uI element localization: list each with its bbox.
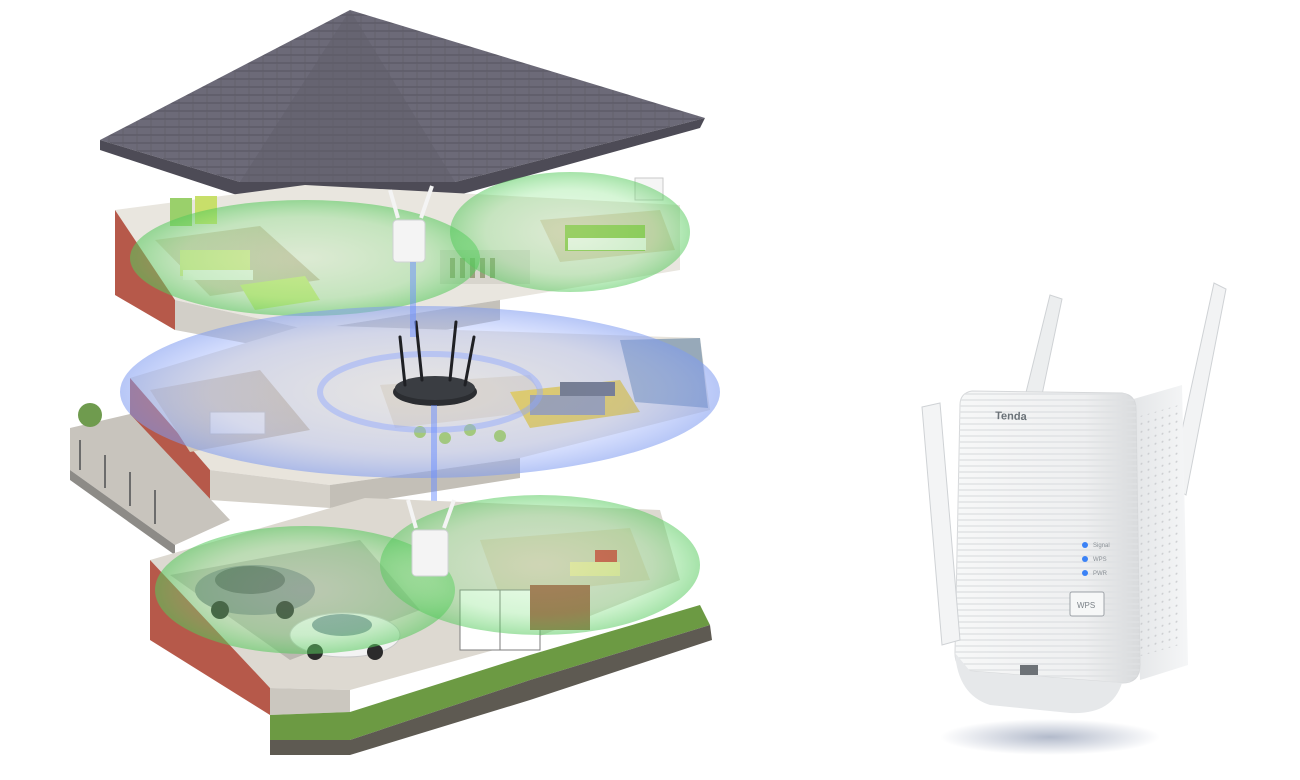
brand-logo: Tenda bbox=[995, 410, 1028, 423]
coverage-zone-upper-right bbox=[450, 172, 690, 292]
patio bbox=[70, 403, 230, 555]
led-signal-label: Signal bbox=[1093, 543, 1110, 549]
led-power-icon bbox=[1082, 570, 1088, 576]
ethernet-port bbox=[955, 653, 1122, 714]
coverage-zone-upper-left bbox=[130, 200, 480, 316]
led-wps-icon bbox=[1082, 556, 1088, 562]
upper-floor-extender bbox=[388, 185, 434, 263]
main-router bbox=[393, 320, 477, 406]
ground-floor-extender bbox=[406, 499, 456, 577]
roof bbox=[100, 10, 705, 196]
signal-beam-upper bbox=[410, 262, 416, 337]
led-signal-icon bbox=[1082, 542, 1088, 548]
antenna-front-left bbox=[921, 402, 961, 646]
coverage-zone-ground-right bbox=[380, 495, 700, 635]
wps-button[interactable]: WPS bbox=[1069, 591, 1105, 617]
signal-beam-lower bbox=[431, 405, 437, 530]
coverage-zone-ground-left bbox=[155, 526, 455, 654]
lawn bbox=[270, 605, 710, 740]
led-wps-label: WPS bbox=[1093, 557, 1107, 563]
wps-button-label: WPS bbox=[1077, 601, 1095, 610]
range-extender-device: Tenda Signal WPS PWR WPS bbox=[921, 282, 1227, 755]
led-indicators: Signal WPS PWR bbox=[1082, 542, 1110, 577]
house-cutaway-illustration bbox=[70, 10, 720, 755]
device-shadow bbox=[940, 719, 1160, 755]
led-power-label: PWR bbox=[1093, 571, 1108, 577]
